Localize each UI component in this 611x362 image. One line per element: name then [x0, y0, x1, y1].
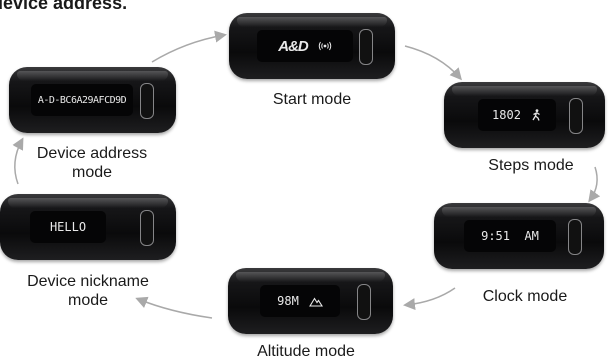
address-value: A-D-BC6A29AFCD9D — [37, 94, 127, 106]
device-button — [357, 284, 371, 320]
label-nickname-mode: Device nickname mode — [0, 272, 176, 310]
device-button — [568, 219, 582, 255]
label-address-line1: Device address — [36, 145, 148, 162]
and-logo: A&D — [278, 37, 308, 55]
label-clock-mode: Clock mode — [482, 288, 568, 305]
arrow-clock-to-altitude — [403, 287, 456, 311]
device-address: A-D-BC6A29AFCD9D — [9, 67, 176, 133]
walking-person-icon — [532, 109, 540, 121]
arrow-steps-to-clock — [588, 166, 601, 203]
display-altitude: 98M — [260, 285, 340, 317]
mountain-icon — [308, 296, 323, 307]
label-altitude-mode: Altitude mode — [257, 343, 355, 360]
label-nickname-line1: Device nickname — [27, 273, 149, 290]
display-address: A-D-BC6A29AFCD9D — [31, 84, 133, 116]
device-altitude: 98M — [228, 268, 393, 334]
label-address-mode: Device address mode — [22, 144, 162, 182]
clock-value: 9:51 AM — [481, 229, 539, 243]
display-nickname: HELLO — [30, 211, 106, 243]
device-button — [140, 210, 154, 246]
arrow-altitude-to-nickname — [135, 296, 213, 319]
device-clock: 9:51 AM — [434, 203, 604, 269]
device-button — [359, 29, 373, 65]
nickname-value: HELLO — [49, 220, 87, 234]
device-steps: 1802 — [444, 82, 605, 148]
label-address-line2: mode — [71, 164, 113, 181]
steps-value: 1802 — [492, 108, 521, 122]
display-steps: 1802 — [478, 99, 556, 131]
label-steps-mode: Steps mode — [488, 157, 574, 174]
device-nickname: HELLO — [0, 194, 176, 260]
label-start-mode: Start mode — [272, 91, 352, 108]
display-start: A&D — [257, 30, 353, 62]
arrow-start-to-steps — [404, 45, 462, 81]
label-nickname-line2: mode — [67, 292, 109, 309]
device-start: A&D — [229, 13, 395, 79]
display-clock: 9:51 AM — [464, 220, 556, 252]
arrow-address-to-start — [151, 30, 227, 63]
radio-waves-icon — [318, 41, 331, 51]
device-button — [569, 98, 583, 134]
device-button — [140, 83, 154, 119]
header-text: device address. — [0, 0, 128, 13]
arrow-nickname-to-address — [12, 137, 24, 185]
altitude-value: 98M — [277, 294, 299, 308]
